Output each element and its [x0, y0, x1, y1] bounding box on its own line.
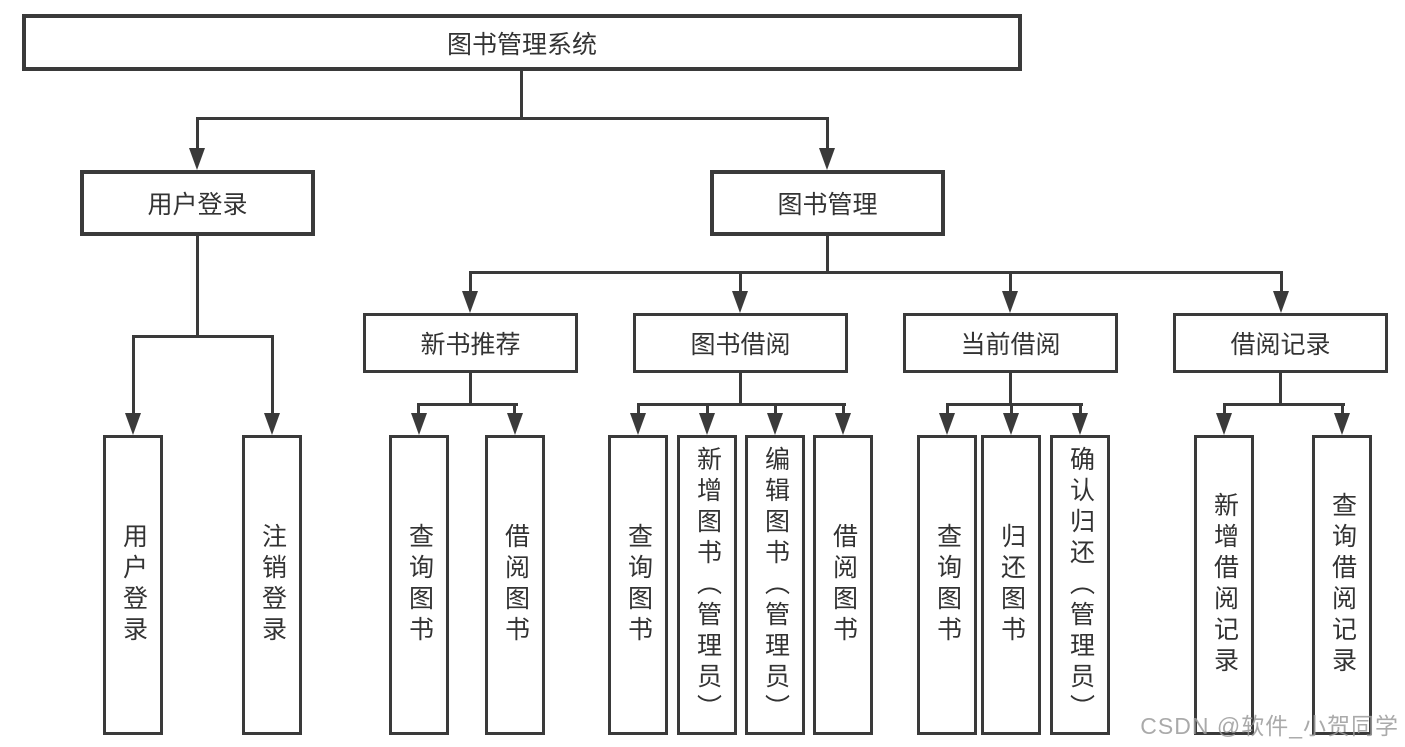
node-book-borrow: 图书借阅	[633, 313, 848, 373]
connector-drop	[1341, 403, 1344, 415]
connector-drop-borrow-records	[1280, 271, 1283, 293]
leaf-label: 借阅图书	[829, 523, 858, 647]
node-borrow-records: 借阅记录	[1173, 313, 1388, 373]
connector-stem-book-borrow	[739, 373, 742, 403]
connector-drop-current-borrow	[1009, 271, 1012, 293]
arrow-to-leaf	[767, 413, 783, 435]
leaf-label: 查询借阅记录	[1328, 492, 1357, 678]
connector-drop-logout-leaf	[271, 335, 274, 415]
leaf-label: 注销登录	[258, 523, 287, 647]
arrow-to-logout-leaf	[264, 413, 280, 435]
leaf-label: 用户登录	[119, 523, 148, 647]
connector-stem-user-login	[196, 236, 199, 335]
node-label: 当前借阅	[960, 331, 1061, 359]
leaf-user-login: 用户登录	[103, 435, 163, 735]
arrow-to-user-login	[189, 148, 205, 170]
connector-drop	[1223, 403, 1226, 415]
connector-drop	[513, 403, 516, 415]
leaf-query-books-newbook: 查询图书	[389, 435, 449, 735]
arrow-to-current-borrow	[1002, 291, 1018, 313]
node-label: 新书推荐	[420, 331, 521, 359]
arrow-to-leaf	[507, 413, 523, 435]
leaf-query-books-borrow: 查询图书	[608, 435, 668, 735]
leaf-label: 查询图书	[933, 523, 962, 647]
leaf-borrow-books-newbook: 借阅图书	[485, 435, 545, 735]
leaf-label: 查询图书	[624, 523, 653, 647]
leaf-label: 新增借阅记录	[1210, 492, 1239, 678]
leaf-borrow-books: 借阅图书	[813, 435, 873, 735]
leaf-return-books: 归还图书	[981, 435, 1041, 735]
connector-bar-root	[196, 117, 829, 120]
leaf-label: 确认归还（管理员）	[1066, 445, 1095, 725]
leaf-edit-books-admin: 编辑图书（管理员）	[745, 435, 805, 735]
leaf-add-borrow-record: 新增借阅记录	[1194, 435, 1254, 735]
node-label: 借阅记录	[1230, 331, 1331, 359]
connector-bar-current-borrow	[946, 403, 1083, 406]
connector-drop	[1010, 403, 1013, 415]
leaf-query-books-current: 查询图书	[917, 435, 977, 735]
connector-bar-borrow-records	[1223, 403, 1345, 406]
arrow-to-new-book	[462, 291, 478, 313]
arrow-to-book-borrow	[732, 291, 748, 313]
node-label: 图书管理	[777, 191, 878, 219]
arrow-to-book-management	[819, 148, 835, 170]
arrow-to-leaf	[411, 413, 427, 435]
connector-drop	[637, 403, 640, 415]
node-user-login: 用户登录	[80, 170, 315, 236]
leaf-confirm-return-admin: 确认归还（管理员）	[1050, 435, 1110, 735]
arrow-to-leaf	[835, 413, 851, 435]
leaf-label: 归还图书	[997, 523, 1026, 647]
connector-drop-book-borrow	[739, 271, 742, 293]
leaf-label: 查询图书	[405, 523, 434, 647]
arrow-to-login-leaf	[125, 413, 141, 435]
leaf-add-books-admin: 新增图书（管理员）	[677, 435, 737, 735]
connector-stem-root	[520, 71, 523, 117]
connector-stem-borrow-records	[1279, 373, 1282, 403]
node-current-borrow: 当前借阅	[903, 313, 1118, 373]
node-library-management-system: 图书管理系统	[22, 14, 1022, 71]
connector-drop	[842, 403, 845, 415]
connector-drop	[774, 403, 777, 415]
connector-bar-book-management	[469, 271, 1283, 274]
arrow-to-leaf	[1334, 413, 1350, 435]
leaf-label: 新增图书（管理员）	[693, 445, 722, 725]
connector-drop	[417, 403, 420, 415]
connector-drop-new-book	[469, 271, 472, 293]
connector-drop-login-leaf	[132, 335, 135, 415]
connector-drop	[1079, 403, 1082, 415]
leaf-query-borrow-record: 查询借阅记录	[1312, 435, 1372, 735]
node-book-management: 图书管理	[710, 170, 945, 236]
arrow-to-leaf	[1072, 413, 1088, 435]
connector-stem-book-management	[826, 236, 829, 271]
connector-bar-new-book	[418, 403, 518, 406]
csdn-watermark: CSDN @软件_小贺同学	[1140, 713, 1399, 739]
connector-bar-book-borrow	[637, 403, 846, 406]
arrow-to-leaf	[630, 413, 646, 435]
arrow-to-leaf	[1216, 413, 1232, 435]
connector-bar-user-login	[132, 335, 274, 338]
connector-drop	[946, 403, 949, 415]
arrow-to-leaf	[699, 413, 715, 435]
connector-stem-new-book	[469, 373, 472, 403]
node-label: 图书借阅	[690, 331, 791, 359]
arrow-to-leaf	[1003, 413, 1019, 435]
leaf-label: 借阅图书	[501, 523, 530, 647]
node-label: 图书管理系统	[446, 30, 597, 59]
node-new-book-recommend: 新书推荐	[363, 313, 578, 373]
connector-drop-book-management	[826, 117, 829, 150]
arrow-to-borrow-records	[1273, 291, 1289, 313]
leaf-logout: 注销登录	[242, 435, 302, 735]
connector-stem-current-borrow	[1009, 373, 1012, 403]
connector-drop	[706, 403, 709, 415]
arrow-to-leaf	[939, 413, 955, 435]
leaf-label: 编辑图书（管理员）	[761, 445, 790, 725]
connector-drop-user-login	[196, 117, 199, 150]
node-label: 用户登录	[147, 191, 248, 219]
